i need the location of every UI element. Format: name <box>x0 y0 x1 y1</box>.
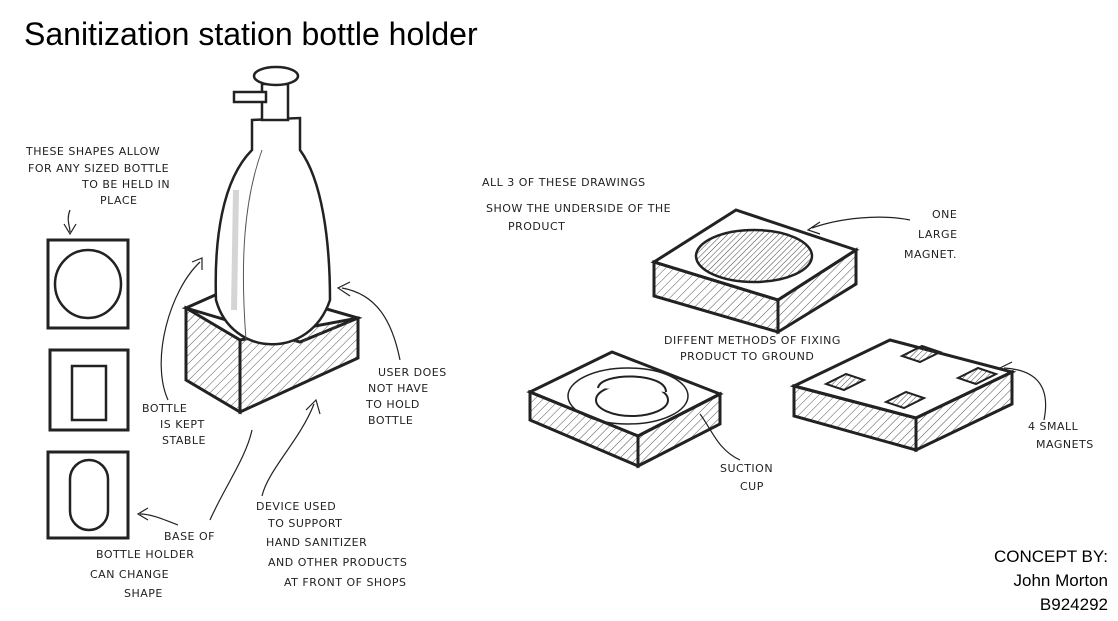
magnet-arrow <box>812 217 910 228</box>
device-note: DEVICE USED TO SUPPORT HAND SANITIZER AN… <box>256 500 411 589</box>
base-note: BASE OF BOTTLE HOLDER CAN CHANGE SHAPE <box>90 530 219 600</box>
concept-credit: CONCEPT BY: John Morton B924292 <box>994 545 1108 617</box>
device-arrow <box>262 404 314 496</box>
small-magnets-note: 4 SMALL MAGNETS <box>1028 420 1094 451</box>
large-magnet-underside <box>654 210 856 332</box>
fixing-note: DIFFENT METHODS OF FIXING PRODUCT TO GRO… <box>664 334 845 363</box>
magnet-note: ONE LARGE MAGNET. <box>904 208 962 261</box>
shape-option-circle <box>48 240 128 328</box>
suction-note: SUCTION CUP <box>720 462 777 493</box>
shapes-note: THESE SHAPES ALLOW FOR ANY SIZED BOTTLE … <box>25 145 174 207</box>
bottle-holder-sketch <box>186 67 358 412</box>
credit-label: CONCEPT BY: <box>994 545 1108 569</box>
base-arrow <box>140 514 178 525</box>
shape-option-oval <box>48 452 128 538</box>
underside-note: ALL 3 OF THESE DRAWINGS SHOW THE UNDERSI… <box>482 176 675 233</box>
user-note: USER DOES NOT HAVE TO HOLD BOTTLE <box>365 366 451 427</box>
credit-id: B924292 <box>994 593 1108 617</box>
stable-note: BOTTLE IS KEPT STABLE <box>142 402 209 447</box>
credit-name: John Morton <box>994 569 1108 593</box>
shape-option-rectangle <box>50 350 128 430</box>
shapes-arrow <box>68 210 70 232</box>
small-magnets-underside <box>794 340 1012 450</box>
suction-cup-underside <box>530 352 720 466</box>
